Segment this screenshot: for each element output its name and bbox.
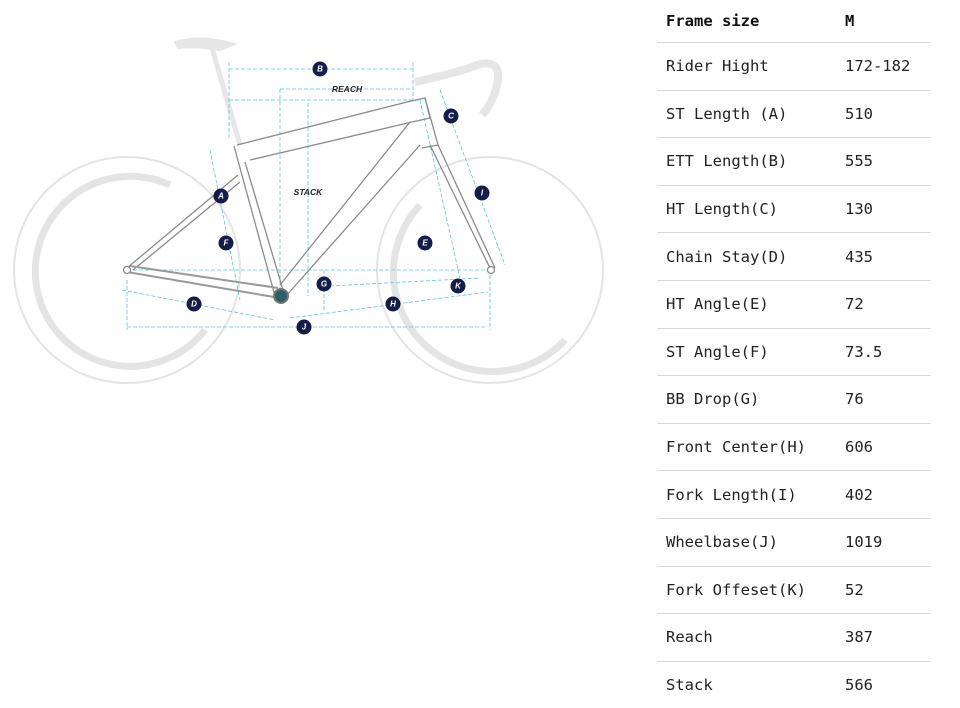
top-tube	[236, 97, 431, 161]
badge-c: C	[443, 108, 459, 124]
badge-b: B	[312, 61, 328, 77]
row-value: 555	[845, 137, 931, 186]
row-value: 402	[845, 470, 931, 519]
seat-tube	[233, 145, 284, 297]
svg-text:J: J	[302, 323, 307, 332]
svg-text:G: G	[321, 280, 327, 289]
stack-label: STACK	[294, 187, 324, 197]
seatpost	[209, 47, 243, 146]
row-label: Reach	[657, 613, 845, 662]
row-value: 1019	[845, 518, 931, 567]
badge-j: J	[296, 319, 312, 335]
down-tube	[279, 121, 421, 297]
svg-text:E: E	[422, 239, 428, 248]
dimension-badges: B C A I F E G K D H J	[186, 61, 490, 335]
reach-label: REACH	[332, 84, 363, 94]
row-label: Stack	[666, 676, 713, 695]
rear-tire-arc	[31, 172, 208, 370]
row-label: HT Angle(E)	[657, 280, 845, 329]
table-row: BB Drop(G)76	[657, 375, 931, 424]
badge-f: F	[218, 235, 234, 251]
badge-d: D	[186, 296, 202, 312]
badge-a: A	[213, 188, 229, 204]
row-label: Rider Hight	[657, 42, 845, 91]
front-tire-arc	[389, 202, 568, 376]
row-value: 76	[845, 375, 931, 424]
header-label: Frame size	[657, 0, 845, 43]
svg-text:F: F	[224, 239, 230, 248]
svg-text:C: C	[448, 112, 454, 121]
row-value: 72	[845, 280, 931, 329]
table-header-row: Frame size M	[657, 0, 931, 43]
row-label: Fork Length(I)	[657, 470, 845, 519]
head-tube	[421, 97, 439, 149]
front-axle	[486, 265, 496, 275]
row-label: Front Center(H)	[657, 423, 845, 472]
row-value: 510	[845, 90, 931, 139]
table-row: ST Angle(F)73.5	[657, 328, 931, 377]
rear-axle	[122, 265, 132, 275]
chain-stay	[126, 265, 281, 299]
fork	[429, 144, 496, 269]
header-value: M	[845, 0, 931, 43]
row-label: Fork Offeset(K)	[657, 566, 845, 615]
bike-geometry-diagram: REACH STACK B C A I F E G K D H J	[13, 37, 604, 384]
svg-text:A: A	[217, 192, 224, 201]
row-value: 387	[845, 613, 931, 662]
table-row: HT Length(C)130	[657, 185, 931, 234]
row-value: 435	[845, 232, 931, 281]
row-value: 172-182	[845, 42, 931, 91]
row-label: Chain Stay(D)	[657, 232, 845, 281]
svg-text:D: D	[191, 300, 197, 309]
table-row: Wheelbase(J)1019	[657, 518, 931, 567]
row-value: 606	[845, 423, 931, 472]
row-value: 52	[845, 566, 931, 615]
bottom-bracket	[273, 288, 289, 304]
badge-i: I	[474, 185, 490, 201]
badge-k: K	[450, 278, 466, 294]
svg-text:H: H	[390, 300, 396, 309]
rear-wheel	[13, 156, 241, 384]
svg-text:K: K	[455, 282, 462, 291]
table-row: ETT Length(B)555	[657, 137, 931, 186]
row-value: 130	[845, 185, 931, 234]
table-row: Front Center(H)606	[657, 423, 931, 472]
badge-g: G	[316, 276, 332, 292]
table-row: Fork Length(I)402	[657, 470, 931, 519]
table-row: Stack 566	[657, 661, 931, 708]
badge-h: H	[385, 296, 401, 312]
table-row: Fork Offeset(K)52	[657, 566, 931, 615]
frame	[122, 97, 496, 304]
svg-text:B: B	[317, 65, 323, 74]
row-label: BB Drop(G)	[657, 375, 845, 424]
row-label: Wheelbase(J)	[657, 518, 845, 567]
row-label: ST Angle(F)	[657, 328, 845, 377]
table-row: HT Angle(E)72	[657, 280, 931, 329]
row-label: ST Length (A)	[657, 90, 845, 139]
row-value: 566	[845, 676, 873, 695]
handlebar	[414, 59, 503, 118]
table-row: Chain Stay(D)435	[657, 232, 931, 281]
table-row: ST Length (A)510	[657, 90, 931, 139]
row-value: 73.5	[845, 328, 931, 377]
row-label: HT Length(C)	[657, 185, 845, 234]
badge-e: E	[417, 235, 433, 251]
svg-text:I: I	[481, 189, 484, 198]
ghost-cockpit	[173, 37, 503, 146]
saddle	[173, 37, 239, 52]
row-label: ETT Length(B)	[657, 137, 845, 186]
